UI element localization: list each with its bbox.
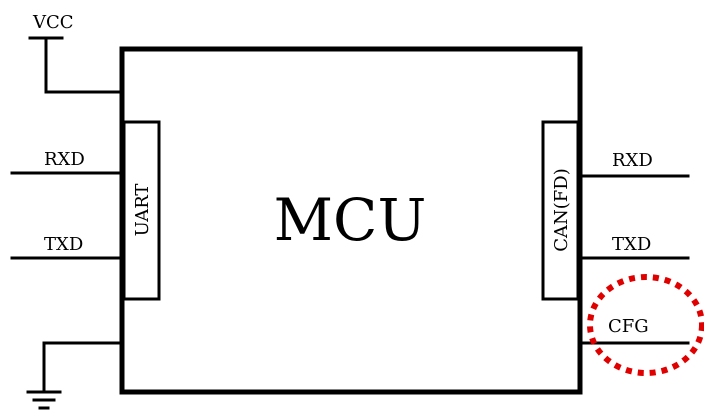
vcc-label: VCC	[32, 12, 74, 33]
vcc-connection	[28, 36, 124, 94]
can-txd-label: TXD	[612, 234, 651, 255]
ground-icon	[26, 390, 62, 410]
ground-connection	[42, 341, 124, 394]
can-fd-label: CAN(FD)	[551, 168, 572, 252]
uart-block	[122, 120, 161, 301]
mcu-label: MCU	[274, 186, 427, 254]
mcu-box	[119, 46, 583, 395]
can-rxd-label: RXD	[612, 150, 653, 171]
uart-label: UART	[132, 184, 153, 237]
cfg-highlight-circle	[587, 274, 704, 376]
cfg-label: CFG	[608, 316, 649, 337]
uart-rxd-label: RXD	[44, 149, 85, 170]
can-fd-block	[541, 120, 580, 301]
uart-txd-label: TXD	[44, 234, 83, 255]
